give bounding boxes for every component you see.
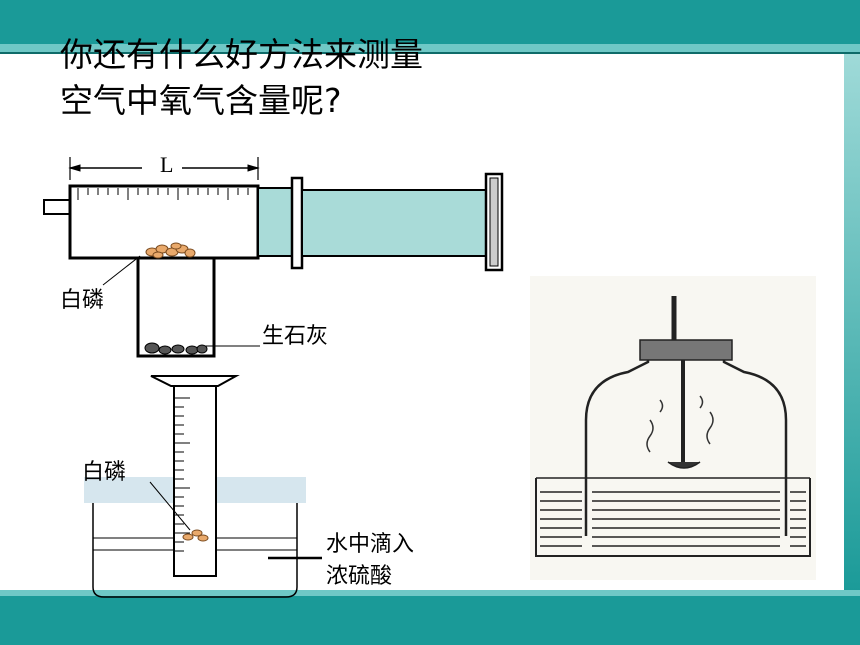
plunger-tube [301, 189, 489, 257]
syringe-nozzle [43, 199, 71, 215]
water-label-line2: 浓硫酸 [326, 564, 393, 589]
bottom-band [0, 596, 860, 645]
barrel-scale [77, 188, 259, 200]
title-line-2: 空气中氧气含量呢? [60, 81, 342, 120]
bottom-stripe [0, 590, 860, 596]
lime-container [136, 258, 216, 358]
tube-phosphorus-leader [149, 481, 191, 531]
tube-funnel [150, 375, 240, 387]
top-band [0, 0, 860, 44]
tube-phosphorus [182, 529, 209, 542]
combustion-spoon [667, 461, 701, 469]
barrel-flange [290, 176, 304, 270]
top-stripe [0, 44, 860, 52]
water-trough [535, 478, 811, 557]
water-label-line1: 水中滴入 [326, 532, 415, 557]
quicklime-label: 生石灰 [262, 324, 329, 349]
beaker [92, 503, 298, 598]
top-line [0, 52, 860, 54]
bell-jar-picture [530, 276, 816, 580]
rubber-stopper [639, 339, 733, 361]
white-phosphorus-pile [145, 242, 196, 259]
title-line-1: 你还有什么好方法来测量 [60, 35, 423, 74]
tube-apparatus [84, 375, 322, 598]
phosphorus-leader [102, 255, 141, 286]
quicklime-lumps [144, 342, 208, 355]
tube-phosphorus-label: 白磷 [82, 460, 127, 485]
syringe-phosphorus-label: 白磷 [60, 288, 105, 313]
syringe-apparatus [43, 157, 504, 358]
graduated-tube [173, 385, 217, 577]
smoke-wisps [646, 395, 714, 453]
tube-scale [174, 397, 190, 552]
plunger-head [257, 187, 297, 257]
question-title: 你还有什么好方法来测量 空气中氧气含量呢? [60, 32, 423, 124]
right-side-bar [844, 54, 860, 594]
length-label: L [160, 152, 174, 177]
